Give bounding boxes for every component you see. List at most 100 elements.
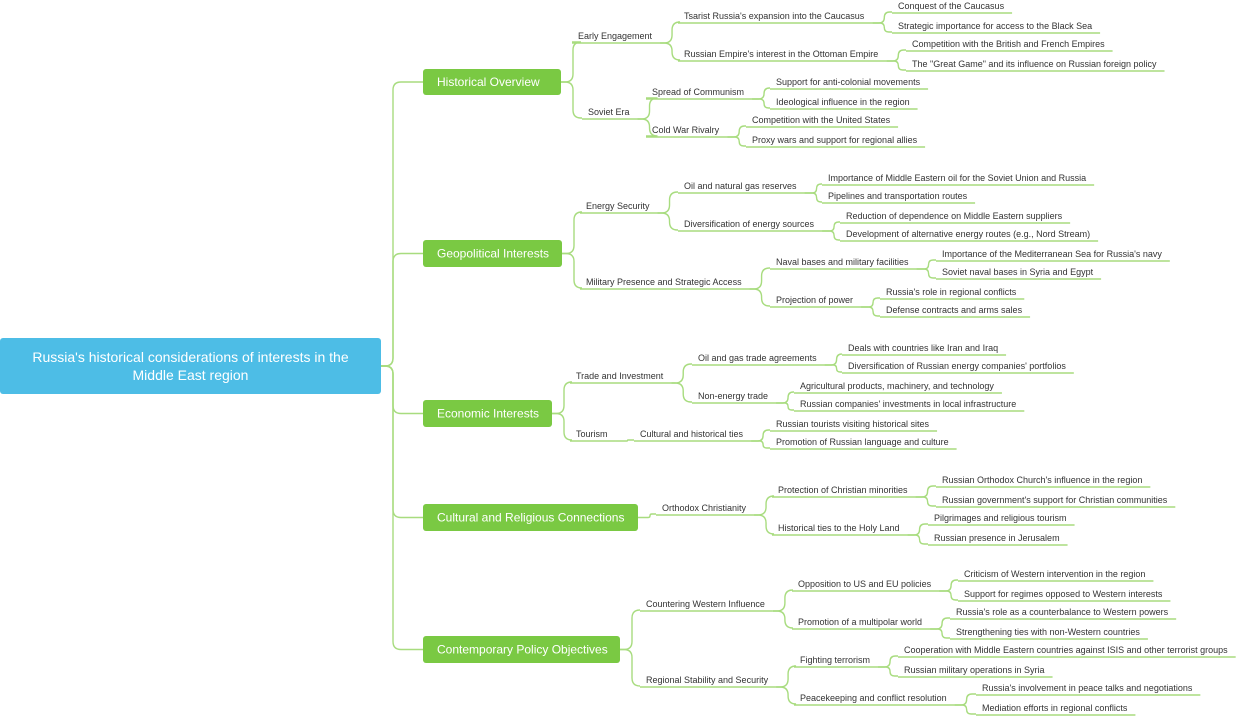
topic-connector [561, 81, 582, 119]
topic-node-label: Regional Stability and Security [646, 675, 769, 685]
detail-connector [861, 306, 880, 317]
detail-node[interactable]: Russia's role in regional conflicts [880, 287, 1025, 300]
detail-node-label: Russian presence in Jerusalem [934, 533, 1060, 543]
branch-node[interactable]: Geopolitical Interests [423, 240, 562, 267]
subtopic-node[interactable]: Spread of Communism [646, 87, 753, 100]
detail-node[interactable]: Russia's involvement in peace talks and … [976, 683, 1201, 696]
detail-node[interactable]: Russia's role as a counterbalance to Wes… [950, 607, 1177, 620]
topic-node[interactable]: Tourism [570, 429, 616, 442]
topic-node-label: Tourism [576, 429, 608, 439]
subtopic-node[interactable]: Cold War Rivalry [646, 125, 728, 138]
subtopic-node-label: Spread of Communism [652, 87, 744, 97]
topic-node[interactable]: Regional Stability and Security [640, 675, 777, 688]
detail-node-label: Russia's involvement in peace talks and … [982, 683, 1193, 693]
branch-node[interactable]: Historical Overview [423, 69, 561, 95]
subtopic-node-label: Non-energy trade [698, 391, 768, 401]
root-node[interactable]: Russia's historical considerations of in… [0, 338, 381, 394]
detail-node[interactable]: Importance of Middle Eastern oil for the… [822, 173, 1095, 186]
subtopic-node[interactable]: Tsarist Russia's expansion into the Cauc… [678, 11, 873, 24]
topic-node[interactable]: Military Presence and Strategic Access [580, 277, 750, 290]
detail-node[interactable]: Support for anti-colonial movements [770, 77, 929, 90]
branch-node[interactable]: Economic Interests [423, 400, 552, 427]
subtopic-node[interactable]: Peacekeeping and conflict resolution [794, 693, 955, 706]
branch-node[interactable]: Contemporary Policy Objectives [423, 636, 620, 663]
detail-node[interactable]: Deals with countries like Iran and Iraq [842, 343, 1007, 356]
detail-node[interactable]: Mediation efforts in regional conflicts [976, 703, 1136, 716]
subtopic-node[interactable]: Promotion of a multipolar world [792, 617, 931, 630]
detail-node[interactable]: Importance of the Mediterranean Sea for … [936, 249, 1170, 262]
subtopic-node[interactable]: Fighting terrorism [794, 655, 879, 668]
branch-box [423, 69, 561, 95]
detail-node-label: Pilgrimages and religious tourism [934, 513, 1067, 523]
subtopic-node-label: Russian Empire's interest in the Ottoman… [684, 49, 878, 59]
detail-node-label: Ideological influence in the region [776, 97, 910, 107]
detail-node[interactable]: Defense contracts and arms sales [880, 305, 1031, 318]
subtopic-node[interactable]: Diversification of energy sources [678, 219, 823, 232]
detail-node-label: Russia's role in regional conflicts [886, 287, 1017, 297]
subtopic-node[interactable]: Oil and gas trade agreements [692, 353, 825, 366]
topic-connector [562, 252, 583, 289]
branch-box [423, 636, 620, 663]
detail-node[interactable]: Proxy wars and support for regional alli… [746, 135, 926, 148]
subtopic-node[interactable]: Opposition to US and EU policies [792, 579, 940, 592]
detail-connector [861, 297, 880, 308]
topic-node[interactable]: Early Engagement [572, 31, 661, 44]
detail-node[interactable]: Support for regimes opposed to Western i… [958, 589, 1171, 602]
subtopic-connector [615, 439, 634, 442]
detail-node[interactable]: Criticism of Western intervention in the… [958, 569, 1154, 582]
topic-node[interactable]: Orthodox Christianity [656, 503, 755, 516]
subtopic-node[interactable]: Non-energy trade [692, 391, 777, 404]
subtopic-connector [657, 191, 678, 214]
subtopic-node[interactable]: Historical ties to the Holy Land [772, 523, 908, 536]
subtopic-node[interactable]: Projection of power [770, 295, 862, 308]
detail-node[interactable]: Russian tourists visiting historical sit… [770, 419, 938, 432]
topic-connector [562, 211, 583, 255]
detail-node[interactable]: Russian military operations in Syria [898, 665, 1053, 678]
detail-connector [751, 429, 770, 442]
subtopic-node[interactable]: Russian Empire's interest in the Ottoman… [678, 49, 887, 62]
subtopic-connector [637, 118, 658, 137]
detail-node-label: Criticism of Western intervention in the… [964, 569, 1145, 579]
detail-node[interactable]: Agricultural products, machinery, and te… [794, 381, 1002, 394]
topic-node[interactable]: Countering Western Influence [640, 599, 773, 612]
detail-node[interactable]: Competition with the United States [746, 115, 899, 128]
topic-node[interactable]: Trade and Investment [570, 371, 672, 384]
detail-connector [822, 230, 840, 241]
detail-node[interactable]: Conquest of the Caucasus [892, 1, 1013, 14]
detail-node[interactable]: Cooperation with Middle Eastern countrie… [898, 645, 1236, 658]
topic-node[interactable]: Soviet Era [582, 107, 638, 120]
detail-node[interactable]: Russian government's support for Christi… [936, 495, 1176, 508]
subtopic-connector [660, 42, 681, 61]
detail-node-label: Defense contracts and arms sales [886, 305, 1023, 315]
detail-node[interactable]: Ideological influence in the region [770, 97, 918, 110]
root-box [0, 338, 381, 394]
detail-node[interactable]: Strategic importance for access to the B… [892, 21, 1101, 34]
detail-node[interactable]: Development of alternative energy routes… [840, 229, 1099, 242]
detail-node[interactable]: Russian Orthodox Church's influence in t… [936, 475, 1151, 488]
topic-node[interactable]: Energy Security [580, 201, 658, 214]
subtopic-node-label: Tsarist Russia's expansion into the Cauc… [684, 11, 865, 21]
detail-node[interactable]: Competition with the British and French … [906, 39, 1113, 52]
detail-node[interactable]: Promotion of Russian language and cultur… [770, 437, 957, 450]
detail-node[interactable]: Diversification of Russian energy compan… [842, 361, 1074, 374]
detail-connector [886, 49, 906, 62]
subtopic-node[interactable]: Naval bases and military facilities [770, 257, 917, 270]
detail-node[interactable]: The "Great Game" and its influence on Ru… [906, 59, 1165, 72]
detail-node[interactable]: Reduction of dependence on Middle Easter… [840, 211, 1071, 224]
detail-node[interactable]: Soviet naval bases in Syria and Egypt [936, 267, 1102, 280]
subtopic-node[interactable]: Cultural and historical ties [634, 429, 752, 442]
subtopic-connector [660, 21, 681, 44]
detail-node[interactable]: Pipelines and transportation routes [822, 191, 976, 204]
detail-node[interactable]: Strengthening ties with non-Western coun… [950, 627, 1148, 640]
subtopic-connector [671, 363, 692, 384]
detail-node[interactable]: Pilgrimages and religious tourism [928, 513, 1075, 526]
topic-node-label: Countering Western Influence [646, 599, 765, 609]
branch-node[interactable]: Cultural and Religious Connections [423, 504, 638, 531]
subtopic-node[interactable]: Protection of Christian minorities [772, 485, 916, 498]
detail-node[interactable]: Russian companies' investments in local … [794, 399, 1025, 412]
detail-node[interactable]: Russian presence in Jerusalem [928, 533, 1068, 546]
detail-connector [824, 364, 842, 373]
subtopic-node[interactable]: Oil and natural gas reserves [678, 181, 805, 194]
detail-node-label: Importance of Middle Eastern oil for the… [828, 173, 1086, 183]
